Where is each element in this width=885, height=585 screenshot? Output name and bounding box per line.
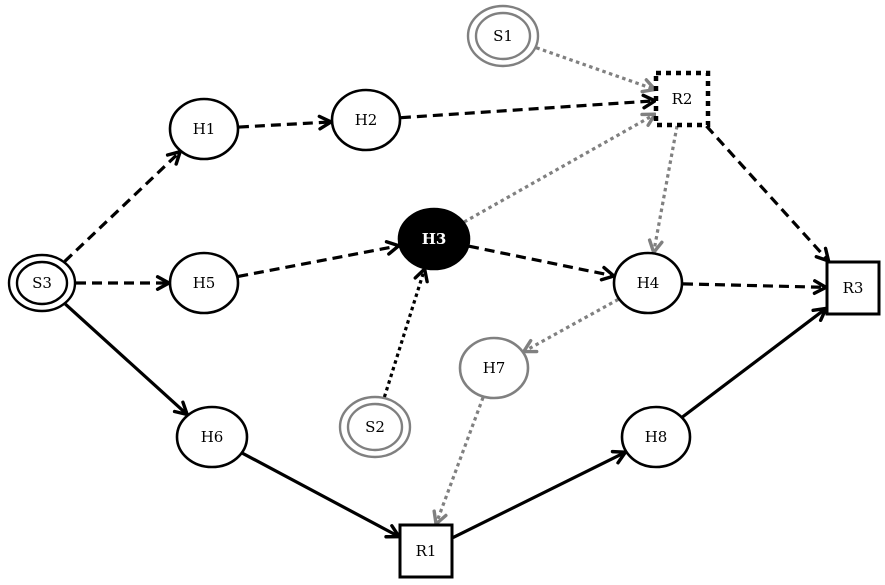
node-r1[interactable]: R1 <box>398 523 454 579</box>
edge-line <box>522 297 620 354</box>
node-label: R2 <box>672 90 693 108</box>
node-label: H1 <box>193 120 216 138</box>
edge-r1-to-h8 <box>452 449 628 540</box>
node-h6[interactable]: H6 <box>175 405 249 469</box>
node-inner-ring <box>15 260 69 306</box>
node-label: R3 <box>843 279 864 297</box>
node-ellipse <box>168 251 240 315</box>
edge-h2-to-r2 <box>400 93 657 120</box>
edge-h3-to-h4 <box>468 244 616 282</box>
node-ellipse <box>330 88 402 152</box>
edge-line <box>535 46 656 92</box>
edge-line <box>400 99 656 120</box>
node-label: H8 <box>645 428 668 446</box>
node-ellipse <box>612 251 684 315</box>
node-inner-ring <box>474 11 532 61</box>
edge-h1-to-h2 <box>238 114 333 131</box>
node-h5[interactable]: H5 <box>168 251 240 315</box>
edge-s3-to-h6 <box>64 302 189 417</box>
edge-line <box>652 125 679 253</box>
edge-line <box>681 307 827 419</box>
node-label: R1 <box>416 542 437 560</box>
node-label: H5 <box>193 274 216 292</box>
node-h4[interactable]: H4 <box>612 251 684 315</box>
edge-r2-to-r3 <box>705 124 831 263</box>
edge-line <box>434 396 485 525</box>
edge-s3-to-h5 <box>76 275 171 291</box>
node-h8[interactable]: H8 <box>620 405 692 469</box>
node-label: H2 <box>355 111 378 129</box>
node-label: H6 <box>201 428 224 446</box>
node-label: H4 <box>637 274 660 292</box>
edge-line <box>468 244 615 278</box>
edge-line <box>63 150 182 263</box>
node-ellipse <box>397 207 471 271</box>
edge-s2-to-h3 <box>382 267 429 398</box>
edge-h4-to-h7 <box>522 297 620 354</box>
node-label: H7 <box>483 359 506 377</box>
edge-s3-to-h1 <box>63 149 182 263</box>
node-square <box>398 523 454 579</box>
edge-line <box>682 282 827 289</box>
edge-h4-to-r3 <box>682 279 828 295</box>
node-square <box>653 70 711 128</box>
edge-line <box>452 450 627 540</box>
edge-line <box>237 244 400 279</box>
edge-line <box>705 124 830 263</box>
node-h2[interactable]: H2 <box>330 88 402 152</box>
arrowhead-icon <box>640 112 657 127</box>
node-s1[interactable]: S1 <box>466 4 540 68</box>
node-r2[interactable]: R2 <box>653 70 711 128</box>
node-r3[interactable]: R3 <box>825 260 881 316</box>
node-ellipse <box>175 405 249 469</box>
node-ellipse <box>620 405 692 469</box>
node-square <box>825 260 881 316</box>
edge-h5-to-h3 <box>237 240 401 279</box>
edge-s1-to-r2 <box>535 46 657 94</box>
node-ellipse <box>168 97 240 161</box>
edge-r2-to-h4 <box>647 125 679 255</box>
edge-line <box>382 268 427 398</box>
edge-h3-to-r2 <box>463 112 657 224</box>
edge-line <box>64 302 189 416</box>
edge-line <box>241 451 400 539</box>
edge-line <box>463 112 656 224</box>
node-label: H3 <box>422 230 447 248</box>
node-s2[interactable]: S2 <box>338 395 412 459</box>
edge-h7-to-r1 <box>432 396 485 526</box>
node-h3[interactable]: H3 <box>397 207 471 271</box>
node-label: S3 <box>32 274 52 292</box>
edge-h6-to-r1 <box>241 451 401 539</box>
node-label: S2 <box>365 418 385 436</box>
edge-h8-to-r3 <box>681 306 828 419</box>
node-s3[interactable]: S3 <box>7 253 77 313</box>
edge-line <box>238 120 332 129</box>
node-h7[interactable]: H7 <box>458 336 530 400</box>
arrowhead-icon <box>522 338 539 354</box>
node-ellipse <box>458 336 530 400</box>
node-inner-ring <box>346 402 404 452</box>
node-label: S1 <box>493 27 513 45</box>
node-h1[interactable]: H1 <box>168 97 240 161</box>
